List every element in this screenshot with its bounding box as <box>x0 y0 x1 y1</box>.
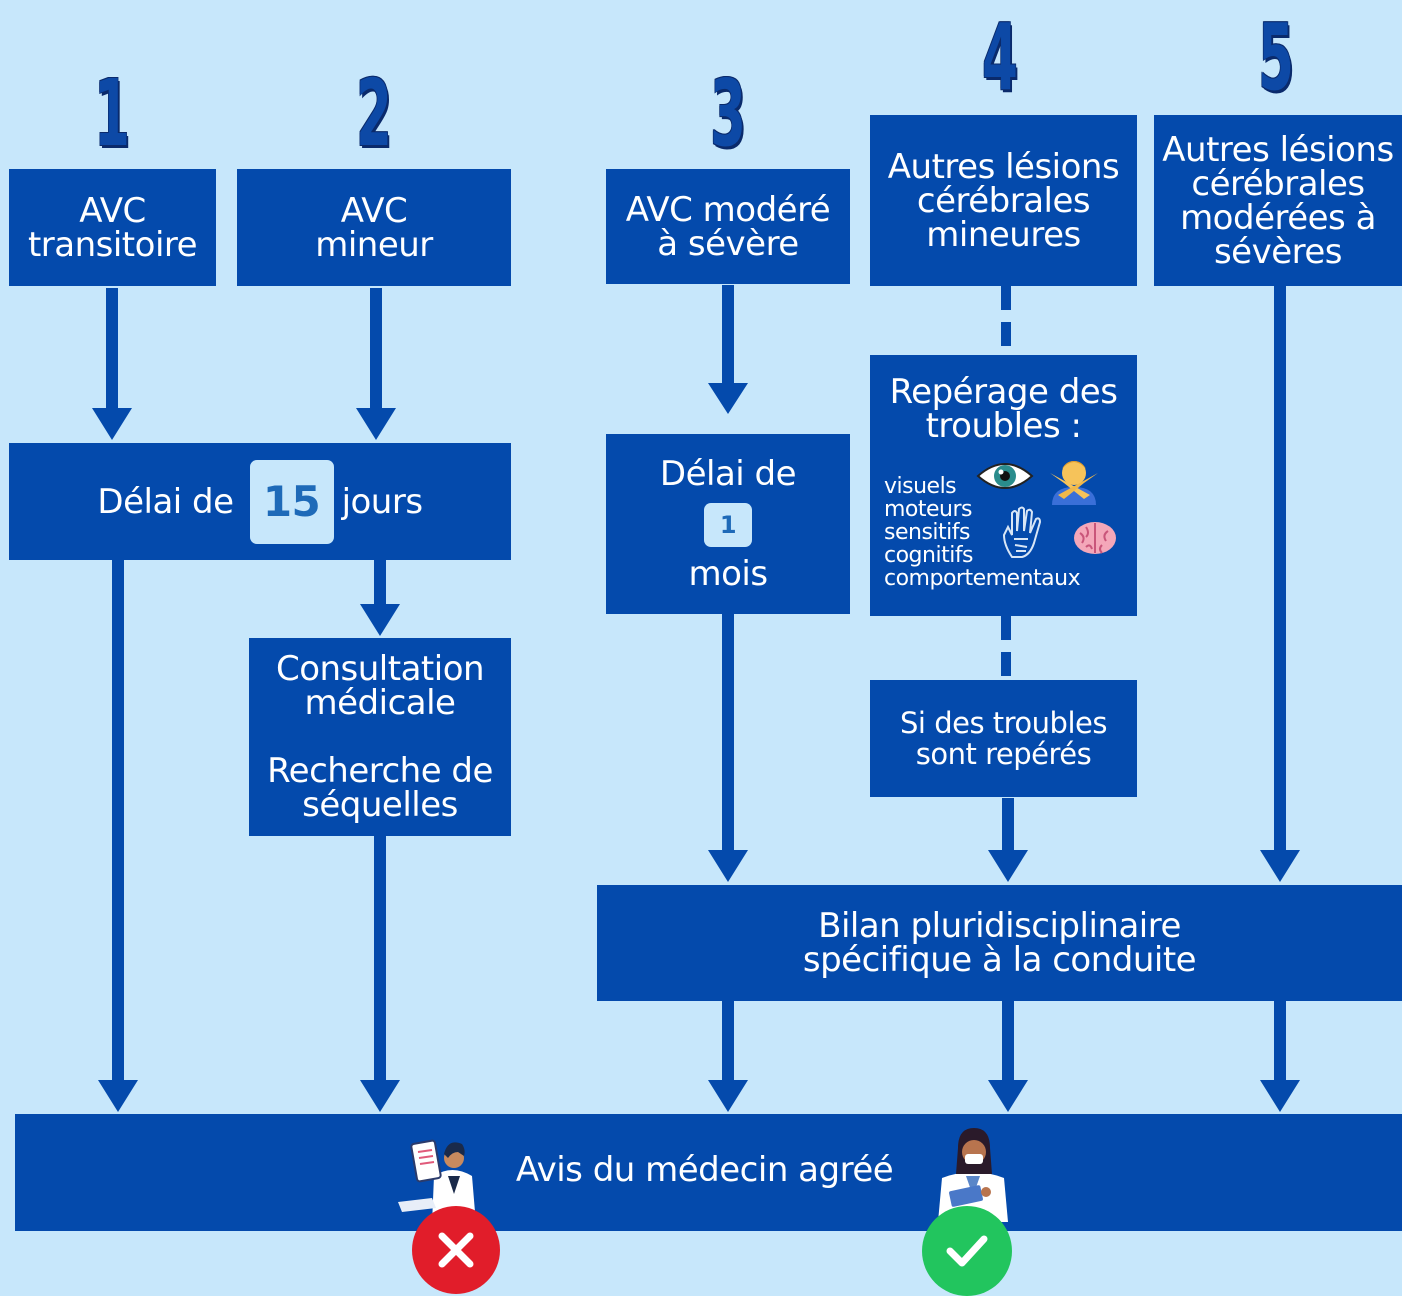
trouble-item: sensitifs <box>884 520 970 545</box>
step-number-1: 1 <box>94 60 130 167</box>
box-avc-transitoire: AVC transitoire <box>9 169 216 286</box>
step-number-2: 2 <box>356 60 392 167</box>
box-avis-medecin-agree: Avis du médecin agréé <box>15 1114 1402 1231</box>
accept-badge <box>922 1206 1012 1296</box>
trouble-item: cognitifs <box>884 543 974 568</box>
delai-value-chip: 15 <box>249 459 334 544</box>
box-label-line: mineur <box>315 224 433 265</box>
box-label-line: sont repérés <box>915 736 1092 771</box>
box-delai-1-mois: Délai de 1 mois <box>606 434 850 614</box>
box-label-line: séquelles <box>302 785 458 825</box>
hand-icon <box>1002 506 1042 558</box>
box-label-line: Autres lésions <box>1162 129 1394 170</box>
delai-value-chip: 1 <box>704 503 752 547</box>
troubles-list: visuels moteurs sensitifs cognitifs comp… <box>884 474 1081 591</box>
reperage-title-line: Repérage des <box>889 372 1118 412</box>
box-label-line: Autres lésions <box>887 146 1120 187</box>
box-label-line: cérébrales <box>916 180 1091 221</box>
box-consultation-medicale: Consultation médicale Recherche de séque… <box>249 638 511 836</box>
step-number-5: 5 <box>1258 4 1294 111</box>
delai-prefix: Délai de <box>97 481 234 522</box>
box-label-line: spécifique à la conduite <box>802 940 1197 980</box>
box-reperage-troubles: Repérage des troubles : visuels moteurs … <box>870 355 1137 616</box>
reperage-title-line: troubles : <box>925 406 1082 446</box>
box-label-line: Si des troubles <box>900 705 1107 740</box>
box-avc-mineur: AVC mineur <box>237 169 511 286</box>
trouble-item: visuels <box>884 474 957 499</box>
delai-suffix: mois <box>688 554 768 594</box>
box-label-line: Recherche de <box>267 751 493 791</box>
box-label-line: AVC <box>79 190 146 231</box>
trouble-item: moteurs <box>884 497 973 522</box>
box-label-line: modérées à <box>1180 197 1376 238</box>
box-label-line: transitoire <box>27 224 198 265</box>
reject-badge <box>412 1206 500 1294</box>
box-avc-modere-severe: AVC modéré à sévère <box>606 169 850 284</box>
cross-icon <box>438 1232 474 1268</box>
eye-icon <box>976 463 1034 489</box>
box-label-line: AVC modéré <box>625 189 831 230</box>
brain-icon <box>1074 522 1116 554</box>
step-number-3: 3 <box>710 60 746 167</box>
box-label-line: Bilan pluridisciplinaire <box>818 906 1181 946</box>
doctor-with-chart-icon <box>398 1139 476 1224</box>
box-label-line: cérébrales <box>1191 163 1365 204</box>
crossed-arms-person-icon <box>1050 461 1098 505</box>
step-number-4: 4 <box>982 4 1018 111</box>
trouble-item: comportementaux <box>884 566 1081 591</box>
box-si-troubles-reperes: Si des troubles sont repérés <box>870 680 1137 797</box>
box-autres-lesions-moderees: Autres lésions cérébrales modérées à sév… <box>1154 115 1402 286</box>
box-label-line: AVC <box>340 190 408 231</box>
box-label-line: sévères <box>1213 231 1343 272</box>
box-label-line: Consultation <box>275 649 485 689</box>
delai-prefix: Délai de <box>659 454 797 494</box>
avis-label: Avis du médecin agréé <box>515 1149 894 1190</box>
check-icon <box>946 1235 988 1267</box>
delai-suffix: jours <box>341 481 424 522</box>
box-bilan-pluridisciplinaire: Bilan pluridisciplinaire spécifique à la… <box>597 885 1402 1001</box>
box-autres-lesions-mineures: Autres lésions cérébrales mineures <box>870 115 1137 286</box>
box-delai-15-jours: Délai de 15 jours <box>9 443 511 560</box>
box-label-line: à sévère <box>657 223 799 264</box>
box-label-line: médicale <box>304 683 456 723</box>
box-label-line: mineures <box>926 214 1081 255</box>
